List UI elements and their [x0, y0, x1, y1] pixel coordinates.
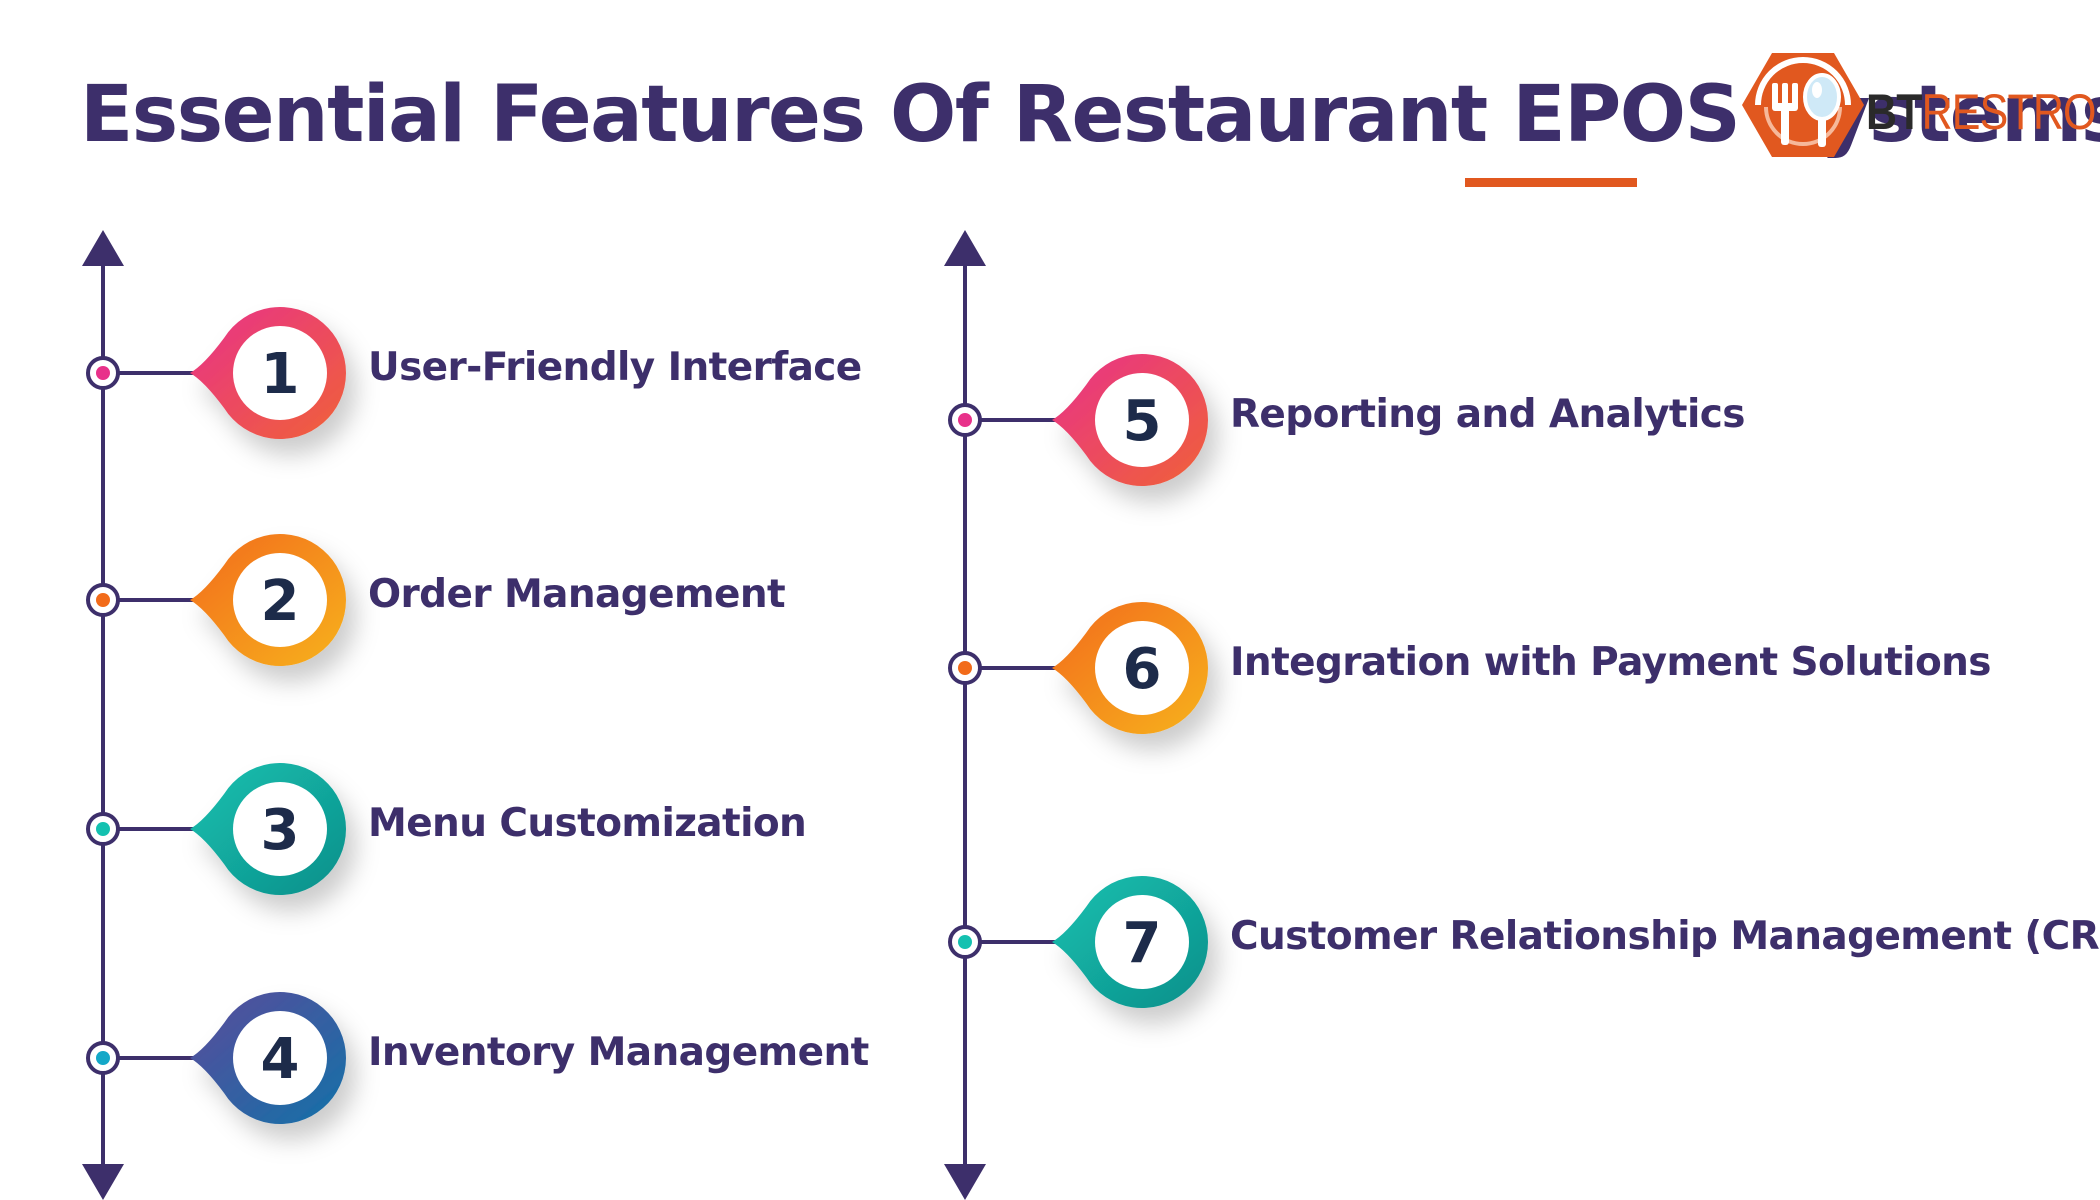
axis-dot-fill [96, 822, 110, 836]
feature-label-5: Reporting and Analytics [1230, 392, 1745, 437]
axis-dot-fill [96, 366, 110, 380]
brand-name-bt: BT [1866, 84, 1922, 140]
feature-number-circle [1095, 373, 1189, 467]
feature-number: 2 [261, 569, 300, 634]
left-axis-arrow-down [82, 1164, 124, 1200]
feature-number: 6 [1123, 637, 1162, 702]
feature-label-6: Integration with Payment Solutions [1230, 640, 1992, 685]
feature-number: 5 [1123, 389, 1162, 454]
axis-dot-fill [958, 661, 972, 675]
feature-node-7: 7 [948, 876, 1209, 1009]
feature-label-3: Menu Customization [368, 801, 807, 846]
feature-number-circle [233, 326, 327, 420]
axis-dot-fill [96, 593, 110, 607]
brand-name-restro: RESTRO [1921, 84, 2097, 140]
feature-number: 4 [261, 1027, 300, 1092]
feature-number-circle [1095, 895, 1189, 989]
feature-number-circle [233, 1011, 327, 1105]
axis-dot-fill [96, 1051, 110, 1065]
title-underline [1465, 178, 1637, 187]
feature-label-2: Order Management [368, 572, 786, 617]
feature-node-4: 4 [86, 992, 347, 1124]
brand-name: BTRESTRO [1866, 83, 2096, 141]
axis-dot-fill [958, 935, 972, 949]
feature-number-circle [233, 782, 327, 876]
feature-number-circle [1095, 621, 1189, 715]
fork-spoon-icon [1742, 53, 1864, 157]
feature-number-circle [233, 553, 327, 647]
feature-label-1: User-Friendly Interface [368, 345, 862, 390]
feature-node-3: 3 [86, 763, 346, 895]
feature-node-1: 1 [86, 307, 347, 440]
feature-label-4: Inventory Management [368, 1030, 869, 1075]
feature-node-5: 5 [948, 354, 1209, 486]
feature-number: 3 [261, 798, 300, 863]
right-axis-arrow-up [944, 230, 986, 266]
brand-logo: BTRESTRO [1738, 45, 2096, 165]
right-axis-arrow-down [944, 1164, 986, 1200]
feature-label-7: Customer Relationship Management (CRM) [1230, 914, 2100, 959]
axis-dot-fill [958, 413, 972, 427]
feature-node-2: 2 [86, 534, 347, 666]
feature-number: 1 [261, 342, 300, 407]
feature-number: 7 [1123, 911, 1162, 976]
left-axis-arrow-up [82, 230, 124, 266]
feature-node-6: 6 [948, 602, 1209, 734]
